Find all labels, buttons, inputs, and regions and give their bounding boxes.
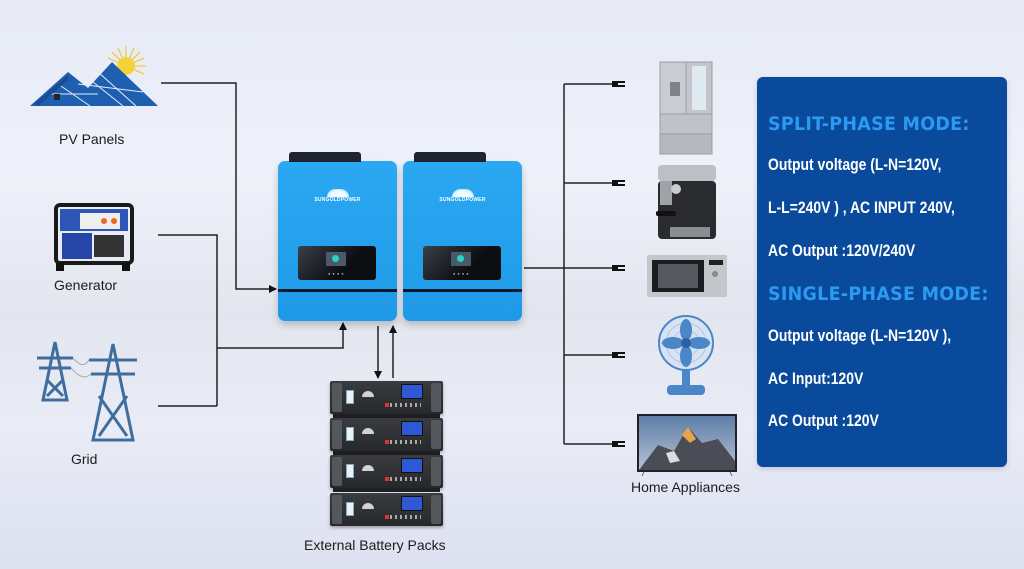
- refrigerator-icon: [659, 61, 713, 155]
- wire-ac-input-to-inverter: [217, 322, 347, 349]
- inverter-stripe: [403, 289, 522, 292]
- battery-label: External Battery Packs: [304, 537, 446, 553]
- grid-label: Grid: [71, 451, 98, 467]
- wire-generator: [158, 234, 218, 406]
- battery-pack: [330, 381, 443, 414]
- single-phase-line: AC Output :120V: [768, 411, 879, 430]
- split-phase-line: Output voltage (L-N=120V,: [768, 155, 942, 174]
- inverter-2: SUNGOLDPOWER ●●●●: [403, 152, 522, 321]
- split-phase-heading: SPLIT-PHASE MODE:: [768, 113, 970, 135]
- battery-pack: [330, 455, 443, 488]
- inverter-display: ●●●●: [423, 246, 501, 280]
- split-phase-line: L-L=240V ) , AC INPUT 240V,: [768, 198, 955, 217]
- single-phase-line: Output voltage (L-N=120V ),: [768, 326, 952, 345]
- plug-icon: [612, 78, 626, 90]
- inverter-stripe: [278, 289, 397, 292]
- inverter-display: ●●●●: [298, 246, 376, 280]
- tv-icon: [637, 414, 737, 477]
- microwave-icon: [647, 255, 727, 297]
- battery-pack: [330, 418, 443, 451]
- generator-icon: [54, 203, 134, 271]
- wire-pv-to-inverter: [161, 82, 277, 293]
- power-tower-icon: [37, 341, 137, 442]
- mode-info-panel: SPLIT-PHASE MODE: Output voltage (L-N=12…: [757, 77, 1007, 467]
- sun-logo-icon: [451, 189, 474, 197]
- single-phase-heading: SINGLE-PHASE MODE:: [768, 283, 989, 305]
- inverter-brand: SUNGOLDPOWER: [439, 197, 486, 203]
- inverter-handle: [414, 152, 486, 162]
- plug-icon: [612, 349, 626, 361]
- home-appliances-label: Home Appliances: [631, 479, 740, 495]
- plug-icon: [612, 438, 626, 450]
- inverter-1: SUNGOLDPOWER ●●●●: [278, 152, 397, 321]
- inverter-logo: SUNGOLDPOWER: [403, 189, 522, 203]
- inverter-handle: [289, 152, 361, 162]
- split-phase-line: AC Output :120V/240V: [768, 241, 916, 260]
- pv-panels-label: PV Panels: [59, 131, 125, 147]
- fan-icon: [658, 315, 714, 395]
- inverter-brand: SUNGOLDPOWER: [314, 197, 361, 203]
- generator-label: Generator: [54, 277, 118, 293]
- battery-pack: [330, 493, 443, 526]
- coffee-machine-icon: [656, 165, 716, 239]
- sun-logo-icon: [326, 189, 349, 197]
- plug-icon: [612, 177, 626, 189]
- plug-icon: [612, 262, 626, 274]
- inverter-logo: SUNGOLDPOWER: [278, 189, 397, 203]
- single-phase-line: AC Input:120V: [768, 369, 864, 388]
- solar-panel-house-icon: [30, 46, 158, 107]
